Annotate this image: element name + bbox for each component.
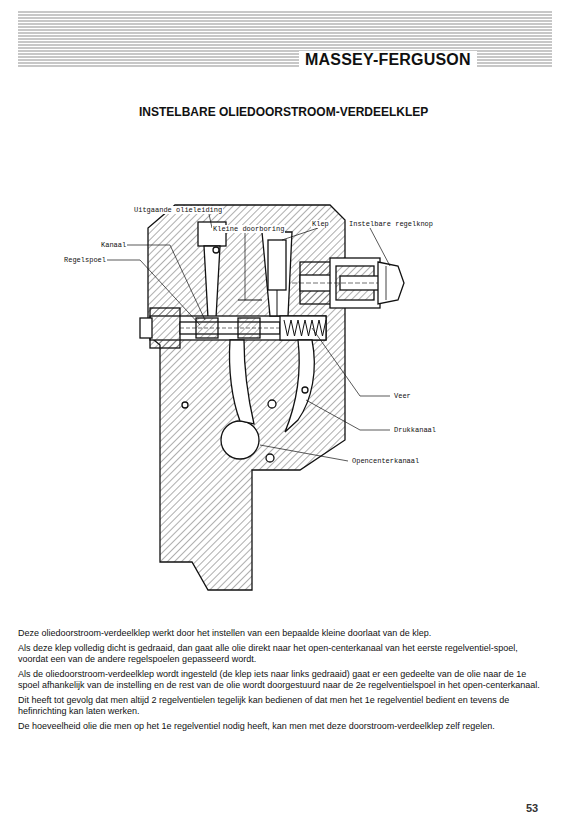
paragraph: Als de oliedoorstroom-verdeelklep wordt …: [18, 669, 546, 692]
drawing-stroke: [204, 246, 220, 318]
part-label: Uitgaande olieleiding: [133, 206, 223, 214]
drawing-stroke: [213, 247, 219, 253]
drawing-stroke: [229, 340, 254, 424]
drawing-stroke: [104, 260, 200, 325]
part-label: Instelbare regelknop: [348, 220, 434, 228]
drawing-stroke: [268, 400, 276, 408]
page-number: 53: [526, 802, 538, 814]
drawing-stroke: [150, 308, 180, 348]
drawing-stroke: [268, 240, 286, 290]
drawing-stroke: [182, 402, 188, 408]
header-stripe: [18, 15, 552, 16]
page-title: INSTELBARE OLIEDOORSTROOM-VERDEELKLEP: [139, 105, 428, 119]
drawing-stroke: [284, 320, 326, 336]
drawing-stroke: [221, 421, 259, 459]
part-label: Drukkanaal: [393, 426, 437, 434]
drawing-stroke: [386, 266, 387, 300]
part-label: Regelspoel: [63, 256, 107, 264]
drawing-stroke: [266, 454, 274, 462]
drawing-stroke: [306, 400, 390, 430]
drawing-stroke: [180, 322, 280, 334]
valve-housing: [140, 205, 404, 590]
drawing-stroke: [292, 283, 378, 284]
header-stripe: [18, 30, 552, 31]
header-stripe: [18, 12, 552, 13]
drawing-stroke: [370, 228, 390, 266]
drawing-stroke: [312, 328, 390, 396]
drawing-stroke: [277, 290, 278, 316]
drawing-stroke: [282, 228, 318, 240]
header-stripe: [18, 42, 552, 43]
paragraph: Als deze klep volledig dicht is gedraaid…: [18, 643, 546, 666]
part-label: Veer: [393, 392, 412, 400]
drawing-stroke: [285, 340, 314, 432]
brand-header: MASSEY-FERGUSON: [299, 51, 477, 69]
header-stripe: [18, 45, 552, 46]
body-text: Deze oliedoorstroom-verdeelklep werkt do…: [18, 628, 546, 735]
header-stripe: [18, 18, 552, 19]
drawing-stroke: [378, 262, 404, 304]
header-stripe: [18, 33, 552, 34]
drawing-stroke: [238, 300, 262, 301]
part-label: Kanaal: [100, 241, 127, 249]
drawing-stroke: [126, 245, 205, 320]
drawing-stroke: [180, 328, 280, 329]
paragraph: Deze oliedoorstroom-verdeelklep werkt do…: [18, 628, 546, 640]
leader-lines: [104, 214, 390, 461]
header-stripe: [18, 39, 552, 40]
header-stripe: [18, 24, 552, 25]
header-stripe: [18, 48, 552, 49]
drawing-stroke: [260, 445, 348, 461]
part-label: Kleine doorboring: [212, 225, 285, 233]
header-stripe: [18, 36, 552, 37]
drawing-stroke: [245, 233, 246, 300]
drawing-stroke: [140, 318, 152, 338]
part-label: Klep: [311, 220, 330, 228]
drawing-stroke: [262, 232, 292, 316]
drawing-stroke: [302, 387, 308, 393]
header-stripe: [18, 21, 552, 22]
header-stripe: [18, 27, 552, 28]
paragraph: Dit heeft tot gevolg dat men altijd 2 re…: [18, 695, 546, 718]
paragraph: De hoeveelheid olie die men op het 1e re…: [18, 721, 546, 733]
drawing-stroke: [280, 316, 326, 340]
part-label: Opencenterkanaal: [351, 457, 420, 465]
drawing-stroke: [148, 205, 345, 590]
